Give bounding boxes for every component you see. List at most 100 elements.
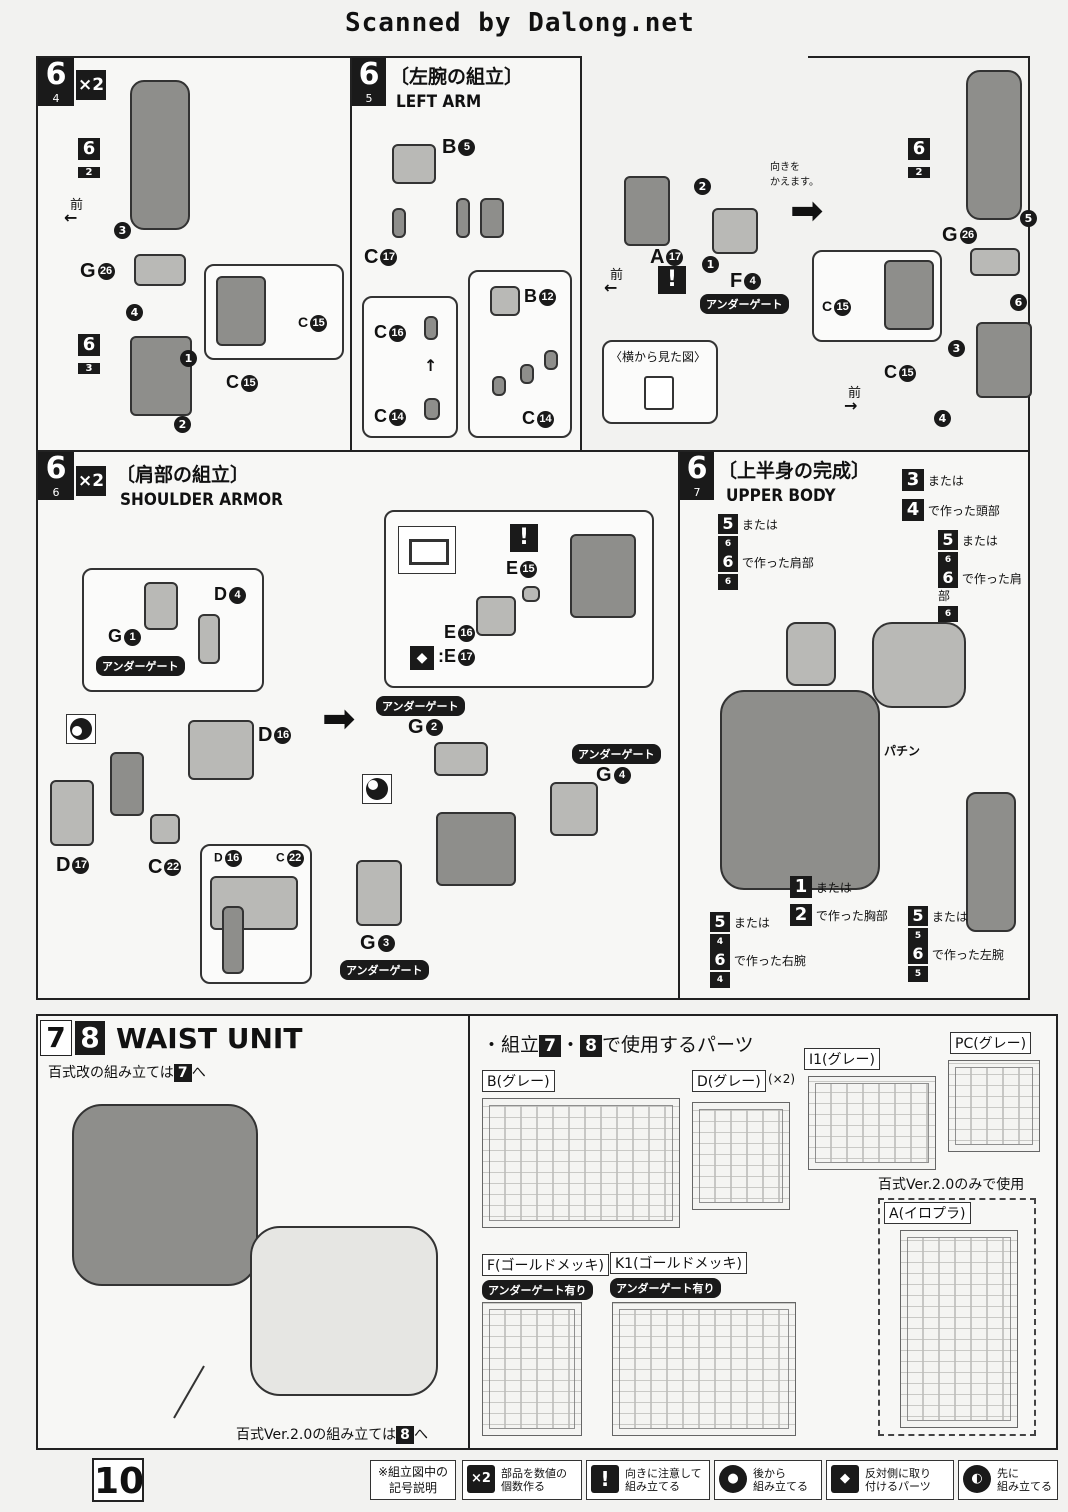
title-jp: 〔肩部の組立〕	[116, 464, 250, 486]
title-jp: 〔上半身の完成〕	[718, 460, 871, 482]
note-head: 3 または 4 で作った頭部	[902, 466, 1000, 526]
c14-part-2	[520, 364, 534, 384]
runner-f	[482, 1302, 582, 1436]
next-arrow: ➡	[322, 696, 356, 742]
joint-block-part	[970, 248, 1020, 276]
step-arrow-1: 1	[700, 254, 719, 273]
turn-note: 向きを かえます。	[770, 162, 819, 188]
left-arm-part	[966, 792, 1016, 932]
runner-pc	[948, 1060, 1040, 1152]
undergate-tag: アンダーゲート	[700, 294, 789, 314]
step-sub: 4	[38, 92, 74, 106]
runner-label-b: B(グレー)	[482, 1070, 555, 1092]
next-arrow: ➡	[790, 188, 824, 234]
title-jp: 〔左腕の組立〕	[390, 66, 524, 88]
runner-b	[482, 1098, 680, 1228]
legend-item-attach-first: ◐ 先に 組み立てる	[958, 1460, 1058, 1500]
note-shoulder-right: 5 または 6 6 で作った肩部 6	[938, 530, 1028, 622]
step-sub: 5	[352, 92, 386, 106]
page-number: 10	[92, 1458, 144, 1502]
step-number: 6	[38, 452, 74, 486]
attach-first-icon	[66, 714, 96, 744]
hand-bracket-part	[712, 208, 758, 254]
attach-later-icon: ●	[719, 1465, 747, 1493]
note-left-arm: 5 または 5 6 で作った左腕 5	[908, 906, 1004, 982]
legend-text: 後から 組み立てる	[753, 1467, 808, 1493]
legend-text: 先に 組み立てる	[997, 1467, 1052, 1493]
step-arrow-3: 3	[112, 220, 131, 239]
step-number: 6	[352, 58, 386, 92]
runner-k1-tag: アンダーゲート有り	[610, 1278, 721, 1298]
ref-6-2: 6 2	[908, 138, 930, 179]
foot-detail-part	[884, 260, 934, 330]
title-en: LEFT ARM	[396, 92, 482, 112]
step-arrow-6: 6	[1008, 292, 1027, 311]
c14-part-3	[544, 350, 558, 370]
blade-detail-part	[222, 906, 244, 974]
d4-part-a	[144, 582, 178, 630]
legend-text: 部品を数値の 個数作る	[501, 1467, 567, 1493]
front-arrow: ←	[604, 278, 618, 297]
runner-a-note: 百式Ver.2.0のみで使用	[878, 1177, 1025, 1193]
legend-bar: ※組立図中の 記号説明 ×2 部品を数値の 個数作る ! 向きに注意して 組み立…	[370, 1460, 1058, 1504]
front-arrow: ←	[64, 208, 78, 227]
step-number: 6	[38, 58, 74, 92]
attach-first-icon: ◐	[963, 1465, 991, 1493]
runner-label-a: A(イロプラ)	[884, 1202, 971, 1224]
divider-line	[173, 1365, 205, 1419]
legend-title: ※組立図中の 記号説明	[370, 1460, 456, 1500]
panel-step-6-7: 6 7 〔上半身の完成〕 UPPER BODY 3 または 4 で作った頭部 5…	[678, 450, 1030, 1000]
opposite-side-icon: ◆	[831, 1465, 859, 1493]
runner-a-frame: A(イロプラ)	[878, 1198, 1036, 1436]
multiplier-badge: ×2	[76, 70, 106, 100]
shoulder-block-part	[570, 534, 636, 618]
title-en: WAIST UNIT	[116, 1022, 303, 1055]
foot-detail-part	[216, 276, 266, 346]
leg-upper-part	[130, 80, 190, 230]
shoulder-assembly-part	[436, 812, 516, 886]
joint-block-part	[134, 254, 186, 286]
multiplier-badge: ×2	[76, 466, 106, 496]
snap-label: パチン	[884, 744, 921, 758]
step-arrow-5: 5	[1018, 208, 1037, 227]
c16-part	[424, 316, 438, 340]
opposite-side-icon: ◆	[410, 646, 434, 670]
step-arrow-4: 4	[932, 408, 951, 427]
legend-text: 反対側に取り 付けるパーツ	[865, 1467, 931, 1493]
part-b5	[392, 144, 436, 184]
g2-part	[434, 742, 488, 776]
caution-icon: !	[658, 266, 686, 294]
legend-item-multiply: ×2 部品を数値の 個数作る	[462, 1460, 582, 1500]
right-shoulder-part	[872, 622, 966, 708]
runner-label-i1: I1(グレー)	[804, 1048, 880, 1070]
legend-text: 向きに注意して 組み立てる	[625, 1467, 702, 1493]
runner-i1	[808, 1076, 936, 1170]
step-number: 6	[680, 452, 714, 486]
